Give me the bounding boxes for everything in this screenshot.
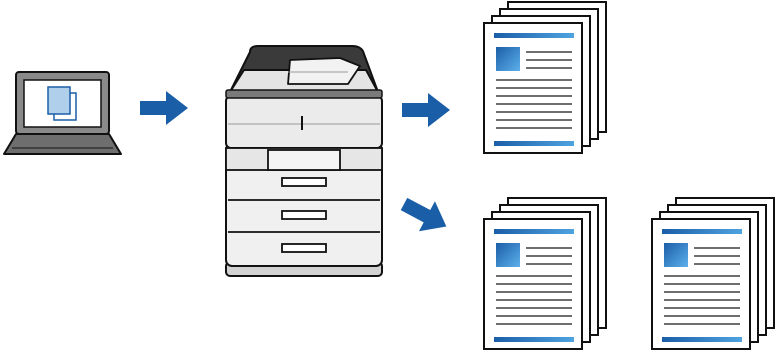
document-stack-icon-1: [483, 1, 607, 154]
arrow-printer-to-output-2: [396, 188, 455, 242]
arrow-laptop-to-printer: [140, 91, 188, 125]
document-stack-icon-2: [483, 197, 607, 350]
printer-icon: [225, 45, 383, 277]
laptop-icon: [3, 71, 122, 155]
document-stack-icon-3: [651, 197, 775, 350]
arrow-printer-to-output-1: [402, 93, 450, 127]
